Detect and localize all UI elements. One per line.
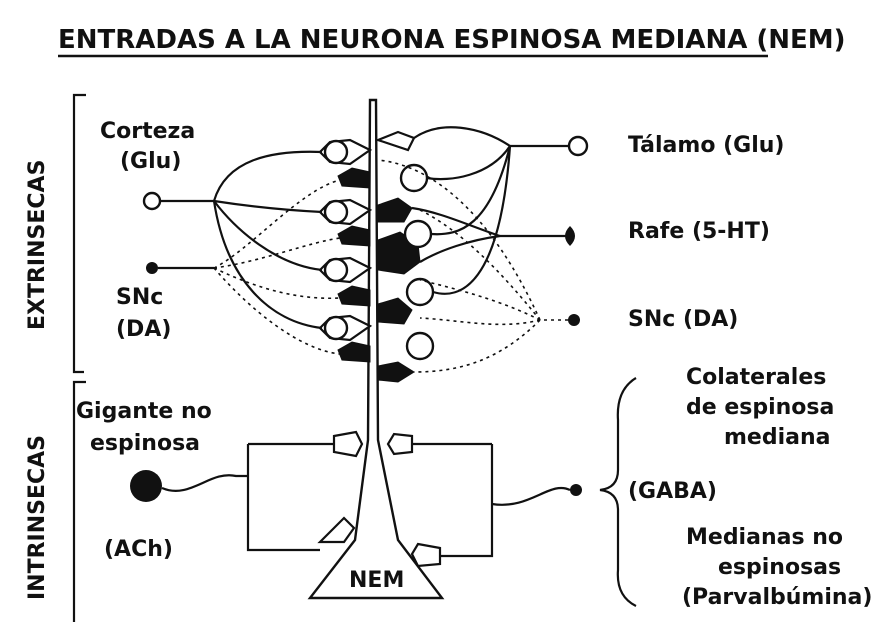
corteza-terminal-icon (144, 193, 160, 209)
snc-left-label: SNc (116, 285, 163, 310)
gigante-cell-icon (130, 470, 162, 502)
corteza-label: Corteza (100, 119, 195, 144)
talamo-label: Tálamo (Glu) (628, 133, 784, 158)
talamo-terminal-icon (569, 137, 587, 155)
gaba-terminal-lower (412, 544, 440, 566)
gigante-terminal-upper (334, 432, 362, 456)
colaterales-label-3: mediana (724, 425, 831, 450)
intrinsic-group-label: INTRINSECAS (25, 435, 50, 600)
rafe-label: Rafe (5-HT) (628, 219, 770, 244)
gaba-label: (GABA) (628, 479, 717, 504)
corteza-transmitter-label: (Glu) (120, 149, 181, 174)
extrinsic-bracket (74, 95, 86, 372)
snc-left-transmitter-label: (DA) (116, 317, 171, 342)
snc-right-terminal-icon (568, 314, 580, 326)
medianas-label: Medianas no (686, 525, 843, 550)
nem-label: NEM (349, 568, 404, 593)
gigante-terminal-lower (320, 518, 354, 542)
diagram-title: ENTRADAS A LA NEURONA ESPINOSA MEDIANA (… (58, 25, 846, 55)
colaterales-label: Colaterales (686, 365, 826, 390)
colaterales-label-2: de espinosa (686, 395, 834, 420)
gigante-axon (162, 475, 248, 491)
snc-left-terminal-icon (146, 262, 158, 274)
snc-right-label: SNc (DA) (628, 307, 738, 332)
ach-label: (ACh) (104, 537, 173, 562)
medianas-label-2: espinosas (718, 555, 841, 580)
gaba-axon (492, 488, 570, 505)
gigante-label-2: espinosa (90, 431, 200, 456)
gigante-label: Gigante no (76, 399, 212, 424)
gaba-terminal-icon (570, 484, 582, 496)
extrinsic-group-label: EXTRINSECAS (25, 160, 50, 330)
gaba-terminal-upper (388, 434, 412, 454)
medianas-label-3: (Parvalbúmina) (682, 585, 872, 610)
